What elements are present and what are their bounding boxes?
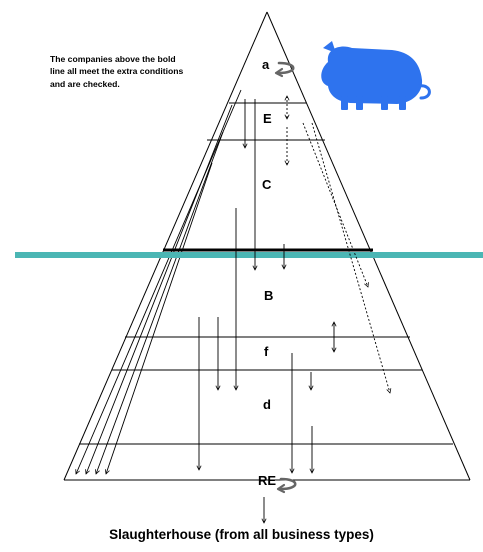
level-dividers	[79, 102, 453, 445]
flow-arrows-solid	[199, 99, 312, 523]
note-text: The companies above the bold line all me…	[50, 54, 184, 89]
level-labels: a E C B f d RE	[258, 57, 276, 488]
flow-arrows-dashed	[287, 122, 390, 393]
pyramid-outline	[63, 11, 471, 481]
level-label-B: B	[264, 288, 273, 303]
slaughterhouse-caption: Slaughterhouse (from all business types)	[109, 527, 374, 542]
pig-icon	[321, 41, 431, 110]
flow-arrows-bidirectional	[287, 96, 334, 352]
loop-arrow-icon	[274, 61, 295, 78]
level-label-f: f	[264, 344, 269, 359]
pyramid-inner-lanes	[76, 89, 242, 474]
arrow	[311, 122, 390, 393]
level-label-RE: RE	[258, 473, 276, 488]
level-label-C: C	[262, 177, 272, 192]
loop-arrow-icon	[276, 477, 297, 494]
level-label-a: a	[262, 57, 270, 72]
level-label-E: E	[263, 111, 272, 126]
level-label-d: d	[263, 397, 271, 412]
